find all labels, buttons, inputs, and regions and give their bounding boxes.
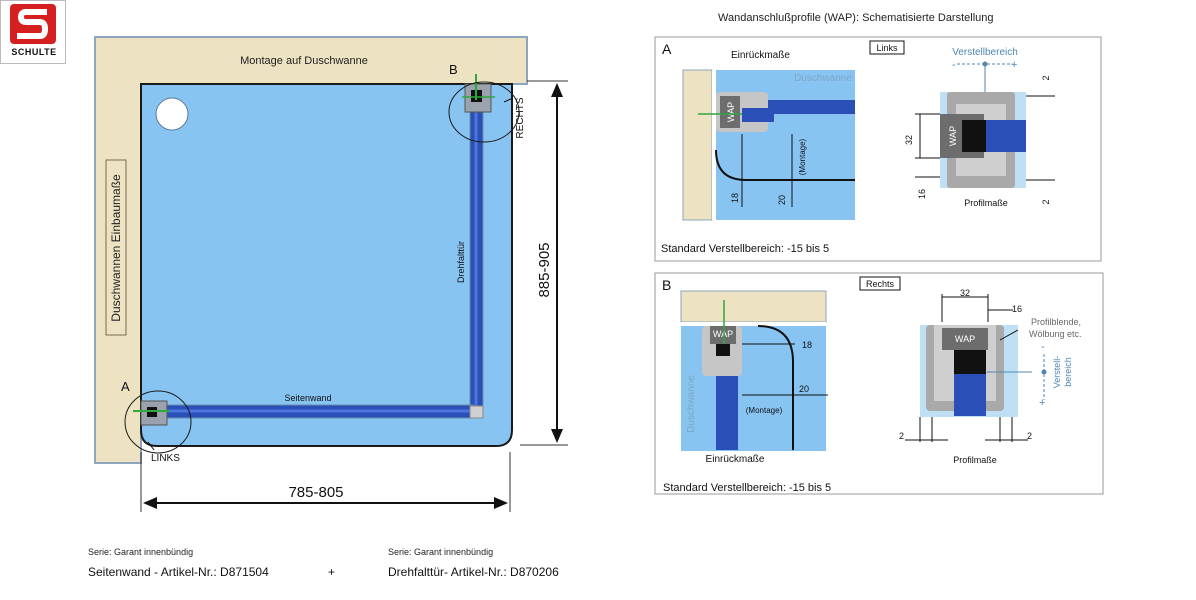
plus-sign: + (328, 565, 336, 579)
brand-logo: SCHULTE (0, 0, 66, 64)
panel-b-profilblende-2: Wölbung etc. (1029, 329, 1082, 339)
panel-a-d32: 32 (904, 135, 914, 145)
panel-a-d18: 18 (730, 193, 740, 203)
logo-s-icon (10, 4, 56, 44)
panel-b-profile-wap: WAP (955, 334, 975, 344)
panel-b-d32: 32 (960, 288, 970, 298)
rechts-label: RECHTS (515, 97, 526, 138)
panel-a-profile-wap: WAP (948, 126, 958, 146)
width-dimension: 785-805 (288, 484, 343, 501)
detail-panels: A Einrückmaße Links Duschwanne WAP (Mont… (654, 36, 1104, 495)
drain-icon (155, 97, 189, 131)
floor-plan: Duschwannen Einbaumaße Montage auf Dusch… (94, 36, 568, 512)
serie-right: Serie: Garant innenbündig (388, 547, 494, 557)
panel-b-verstell-2: bereich (1063, 357, 1073, 387)
door-label: Drehfalttür (456, 241, 466, 283)
panel-b-einrueck: Einrückmaße (706, 454, 765, 465)
panel-a-montage: (Montage) (798, 138, 807, 175)
panel-b-d2b: 2 (1027, 431, 1032, 441)
panel-b-letter: B (662, 277, 671, 293)
panel-a-einrueck: Einrückmaße (731, 50, 790, 61)
panel-a-tray-label: Duschwanne (794, 73, 852, 84)
depth-dimension: 885-905 (536, 242, 553, 297)
links-label: LINKS (151, 453, 180, 464)
shower-tray (140, 83, 513, 447)
side-wall-label: Seitenwand (284, 393, 331, 403)
panel-a-d2a: 2 (1041, 75, 1051, 80)
panel-a-profilmasse: Profilmaße (964, 198, 1008, 208)
panel-a-side-tag: Links (876, 43, 898, 53)
panel-b-verstell-1: Verstell- (1052, 356, 1062, 389)
panel-b-d2a: 2 (899, 431, 904, 441)
panel-b-profilmasse: Profilmaße (953, 455, 997, 465)
panel-a-d2b: 2 (1041, 199, 1051, 204)
panel-a-letter: A (662, 41, 672, 57)
artikel-left: Seitenwand - Artikel-Nr.: D871504 (88, 565, 269, 579)
marker-a-circle (124, 390, 192, 454)
panel-b-standard: Standard Verstellbereich: -15 bis 5 (663, 482, 831, 494)
panel-a-verstell: Verstellbereich (952, 47, 1018, 58)
panel-b-wap: WAP (713, 329, 733, 339)
tray-measure-label: Duschwannen Einbaumaße (109, 174, 123, 322)
panel-b-montage: (Montage) (746, 406, 783, 415)
panel-a-standard: Standard Verstellbereich: -15 bis 5 (661, 243, 829, 255)
tray-label-box (105, 159, 127, 336)
panel-a-d20: 20 (777, 195, 787, 205)
panel-a-plus: + (1011, 59, 1017, 71)
mounting-label: Montage auf Duschwanne (240, 55, 368, 67)
panel-a-minus: - (952, 59, 956, 71)
marker-a: A (121, 379, 130, 394)
panel-a-d16: 16 (917, 189, 927, 199)
panel-b-side-tag: Rechts (866, 279, 895, 289)
marker-b: B (449, 62, 458, 77)
panel-b-plus: + (1039, 397, 1045, 409)
panel-b-d18: 18 (802, 340, 812, 350)
brand-name: SCHULTE (11, 47, 57, 57)
panel-b-tray-label: Duschwanne (686, 375, 697, 433)
serie-left: Serie: Garant innenbündig (88, 547, 194, 557)
marker-b-circle (448, 81, 520, 143)
panel-b-d16: 16 (1012, 304, 1022, 314)
panel-b-profilblende-1: Profilblende, (1031, 317, 1081, 327)
panel-a-wap: WAP (726, 102, 736, 122)
detail-title: Wandanschlußprofile (WAP): Schematisiert… (718, 12, 994, 24)
artikel-right: Drehfalttür- Artikel-Nr.: D870206 (388, 565, 559, 579)
panel-b-minus: - (1041, 341, 1045, 353)
panel-b-d20: 20 (799, 384, 809, 394)
